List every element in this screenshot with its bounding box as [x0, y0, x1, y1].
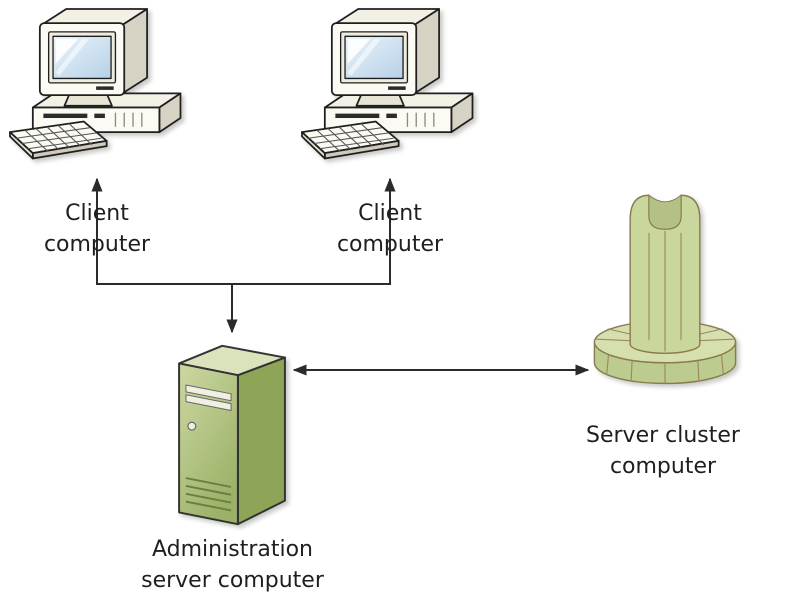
client-1-label-line2: computer	[43, 232, 151, 257]
client-1-label-line1: Client	[65, 201, 129, 226]
client-computer-1-icon	[9, 8, 182, 160]
connectors	[91, 177, 590, 376]
admin-server-label-line1: Administration	[152, 537, 313, 562]
server-cluster-icon	[593, 194, 737, 385]
client-1-label: Client computer	[12, 198, 182, 260]
client-2-label-line1: Client	[358, 201, 422, 226]
client-2-label-line2: computer	[336, 232, 444, 257]
server-cluster-label-line2: computer	[609, 454, 717, 479]
admin-server-label-line2: server computer	[141, 568, 324, 593]
admin-server-label: Administration server computer	[105, 534, 360, 596]
administration-server-icon	[178, 344, 286, 526]
client-computer-2-icon	[301, 8, 474, 160]
client-2-label: Client computer	[305, 198, 475, 260]
server-cluster-label: Server cluster computer	[553, 420, 773, 482]
server-cluster-label-line1: Server cluster	[586, 423, 740, 448]
